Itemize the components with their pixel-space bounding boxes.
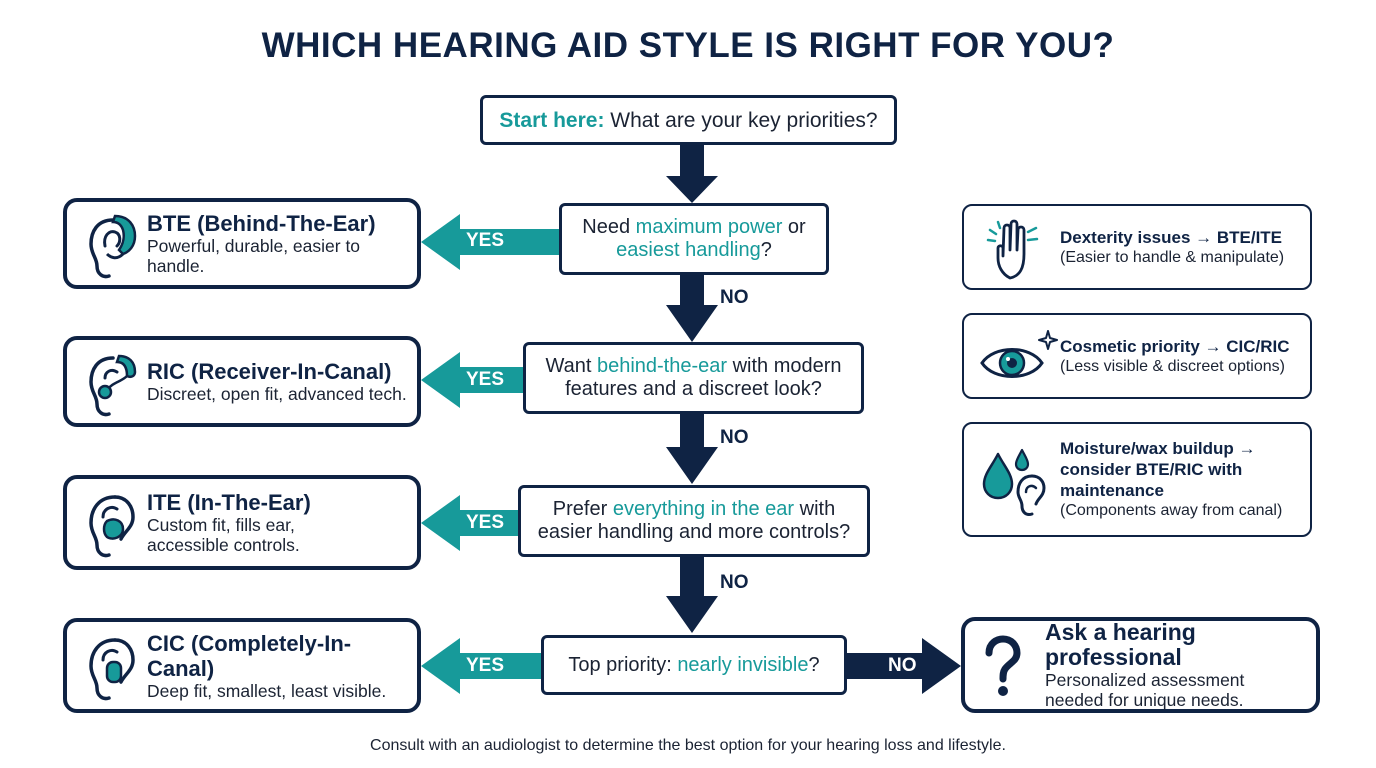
q2-text-c: features and a discreet look? — [565, 378, 822, 400]
arrow-no-q4-pro — [846, 638, 961, 694]
ite-title: ITE (In-The-Ear) — [147, 490, 311, 515]
start-box: Start here: What are your key priorities… — [480, 95, 897, 145]
question-invisible: Top priority: nearly invisible? — [541, 635, 847, 695]
ite-description-1: Custom fit, fills ear, — [147, 515, 295, 535]
q1-text-b: or — [782, 216, 806, 238]
no-label-1: NO — [720, 287, 749, 308]
q1-text-c: ? — [760, 239, 772, 261]
droplets-ear-icon — [982, 448, 1046, 516]
yes-label-4: YES — [466, 655, 505, 676]
page-title: WHICH HEARING AID STYLE IS RIGHT FOR YOU… — [261, 26, 1115, 65]
result-ite: ITE (In-The-Ear) Custom fit, fills ear, … — [63, 475, 421, 570]
cic-description: Deep fit, smallest, least visible. — [147, 680, 387, 701]
tip-moisture-title-2: consider BTE/RIC with — [1060, 460, 1243, 479]
start-lead: Start here: — [499, 108, 605, 132]
bte-description: Powerful, durable, easier to handle. — [147, 236, 361, 276]
eye-icon — [980, 330, 1058, 378]
arrow-no-q2-q3 — [666, 414, 718, 484]
no-label-3: NO — [720, 572, 749, 593]
bte-ear-icon — [89, 214, 137, 279]
q4-text-b: ? — [808, 653, 820, 676]
ite-description-2: accessible controls. — [147, 535, 300, 555]
q2-text-a: Want — [545, 355, 597, 377]
bte-title: BTE (Behind-The-Ear) — [147, 211, 376, 236]
tip-cosmetic-description: (Less visible & discreet options) — [1060, 357, 1285, 375]
q2-highlight: behind-the-ear — [596, 355, 728, 377]
q1-highlight-a: maximum power — [635, 216, 783, 238]
tip-moisture-title-3: maintenance — [1060, 481, 1164, 500]
q3-text-a: Prefer — [552, 498, 613, 520]
tip-moisture-description: (Components away from canal) — [1060, 502, 1283, 519]
tip-dexterity-description: (Easier to handle & manipulate) — [1060, 248, 1285, 266]
question-in-the-ear: Prefer everything in the ear with easier… — [518, 485, 870, 557]
q3-text-c: easier handling and more controls? — [537, 521, 851, 543]
q3-text-b: with — [794, 498, 836, 520]
arrow-no-q1-q2 — [666, 275, 718, 342]
question-mark-icon — [985, 635, 1021, 696]
q3-highlight: everything in the ear — [612, 498, 795, 520]
no-label-4: NO — [888, 655, 917, 676]
arrow-yes-q3-ite — [421, 495, 519, 551]
cic-ear-icon — [89, 638, 135, 701]
ric-ear-icon — [89, 354, 137, 417]
q4-highlight: nearly invisible — [677, 653, 809, 676]
question-power: Need maximum power or easiest handling? — [559, 203, 829, 275]
result-bte: BTE (Behind-The-Ear) Powerful, durable, … — [63, 198, 421, 289]
arrow-yes-q2-ric — [421, 352, 524, 408]
yes-label-1: YES — [466, 230, 505, 251]
professional-description-1: Personalized assessment — [1045, 670, 1245, 690]
q1-highlight-b: easiest handling — [616, 239, 761, 261]
ric-title: RIC (Receiver-In-Canal) — [147, 359, 392, 384]
tip-moisture-title-1: Moisture/wax buildup → — [1060, 439, 1256, 458]
result-ric: RIC (Receiver-In-Canal) Discreet, open f… — [63, 336, 421, 427]
arrow-yes-q1-bte — [421, 214, 560, 270]
question-behind-the-ear: Want behind-the-ear with modern features… — [523, 342, 864, 414]
hand-icon — [986, 219, 1039, 280]
no-label-2: NO — [720, 427, 749, 448]
arrow-no-q3-q4 — [666, 557, 718, 633]
footer-note: Consult with an audiologist to determine… — [370, 737, 1006, 754]
ite-ear-icon — [89, 495, 135, 558]
ask-professional: Ask a hearing professional Personalized … — [961, 617, 1320, 713]
arrow-start-to-q1 — [666, 145, 718, 203]
arrow-yes-q4-cic — [421, 638, 542, 694]
q1-text-a: Need — [582, 216, 636, 238]
cic-title: CIC (Completely-In-Canal) — [147, 630, 352, 681]
professional-title: Ask a hearing professional — [1045, 619, 1196, 670]
result-cic: CIC (Completely-In-Canal) Deep fit, smal… — [63, 618, 421, 713]
tip-cosmetic-title: Cosmetic priority → CIC/RIC — [1060, 336, 1290, 356]
q2-text-b: with modern — [727, 355, 842, 377]
yes-label-2: YES — [466, 369, 505, 390]
tip-dexterity-title: Dexterity issues → BTE/ITE — [1060, 227, 1283, 247]
start-text: What are your key priorities? — [604, 108, 878, 132]
tip-cosmetic: Cosmetic priority → CIC/RIC (Less visibl… — [962, 313, 1312, 399]
tip-moisture: Moisture/wax buildup → consider BTE/RIC … — [962, 422, 1312, 537]
tip-dexterity: Dexterity issues → BTE/ITE (Easier to ha… — [962, 204, 1312, 290]
professional-description-2: needed for unique needs. — [1045, 690, 1244, 710]
q4-text-a: Top priority: — [568, 653, 678, 676]
ric-description: Discreet, open fit, advanced tech. — [147, 384, 407, 404]
yes-label-3: YES — [466, 512, 505, 533]
